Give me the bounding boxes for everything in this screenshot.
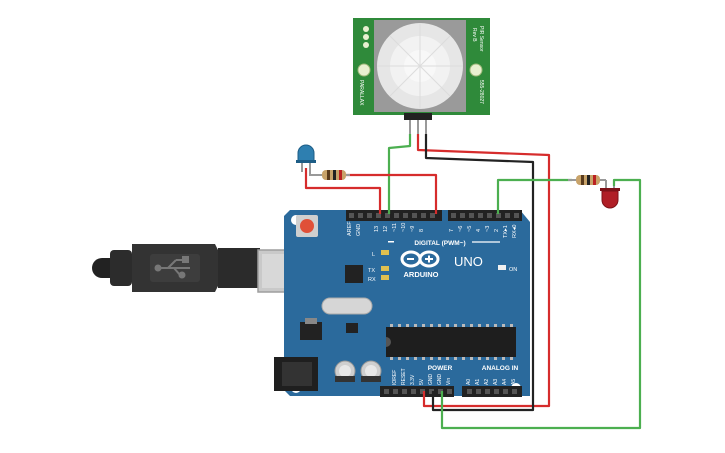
pin-label: A0 [466,379,472,385]
pin-label: RESET [401,368,407,385]
blue-led[interactable] [296,144,316,176]
red-led[interactable] [600,186,620,209]
pin-label: ~11 [392,223,398,232]
power-header [380,386,454,397]
pir-part-number: 555-28027 [478,80,484,104]
pin-label: ~5 [467,226,473,232]
pin-label-aref: AREF [347,221,353,236]
pin-label: 13 [374,226,380,232]
wire-pir-vcc[interactable] [416,134,551,408]
usb-symbol-icon [154,256,190,279]
pin-label: ~6 [458,226,464,232]
power-label: POWER [428,365,453,372]
usb-chip [345,265,363,283]
led-l [381,250,389,255]
led-label-rx: RX [368,277,376,283]
wire-blue-led-cathode[interactable] [304,168,382,214]
pir-sensor: PIR Sensor Rev B 555-28027 PARALLAX [353,18,490,134]
pin-label: RX◂0 [512,225,518,238]
wire-pir-gnd[interactable] [424,134,535,412]
pin-label: A4 [502,379,508,385]
pin-label: ~10 [401,223,407,232]
pin-label: 8 [419,229,425,232]
led-label-on: ON [509,267,517,273]
pin-label: 7 [449,229,455,232]
led-power [498,265,506,270]
pin-label: GND [437,374,443,386]
led-tx [381,266,389,271]
pir-pin-header [404,113,432,120]
voltage-regulator [300,322,322,340]
pir-rev-text: Rev B [471,28,477,42]
arduino-logo-text: ARDUINO [404,270,439,279]
pin-label: A1 [475,379,481,385]
analog-label: ANALOG IN [482,365,519,372]
pin-label: 4 [476,229,482,232]
pir-model-text: PIR Sensor [478,26,484,52]
analog-header [462,386,522,397]
pin-label: ~9 [410,226,416,232]
capacitor [334,360,356,382]
capacitor [360,360,382,382]
digital-header-label: DIGITAL (PWM~) [414,240,465,247]
led-label-tx: TX [368,268,375,274]
pin-label: IOREF [392,370,398,385]
wire-red-led-signal[interactable] [496,178,572,214]
pir-mount-hole [357,63,371,77]
pin-label: GND [428,374,434,386]
pin-label: 3.3V [410,374,416,385]
pir-mount-hole [469,63,483,77]
pin-label-gnd: GND [356,224,362,236]
arduino-uno-board: AREF GND 13 12 ~11 ~10 ~9 8 7 ~6 ~5 4 ~3… [274,210,530,397]
resistor-red-led[interactable] [568,175,607,188]
pin-label: 2 [494,229,500,232]
pin-label: 12 [383,226,389,232]
pin-label: A5 [511,379,517,385]
wire-red-led-gnd[interactable] [440,178,642,430]
wire-blue-led-anode[interactable] [346,173,438,214]
pir-brand-text: PARALLAX [358,80,364,106]
pin-label: Vin [446,378,452,385]
atmega-chip [386,327,516,357]
wire-pir-signal[interactable] [387,134,412,214]
resistor-blue-led[interactable] [310,170,350,180]
led-label-l: L [372,252,375,258]
pin-label: 5V [419,378,425,385]
digital-header-right [448,210,522,221]
pin-label: A2 [484,379,490,385]
pin-label: ~3 [485,226,491,232]
pin-label: A3 [493,379,499,385]
pin-label: TX▸1 [503,225,509,238]
uno-label: UNO [454,254,483,269]
led-rx [381,275,389,280]
arduino-logo-icon [400,250,440,268]
crystal-oscillator [321,297,373,315]
